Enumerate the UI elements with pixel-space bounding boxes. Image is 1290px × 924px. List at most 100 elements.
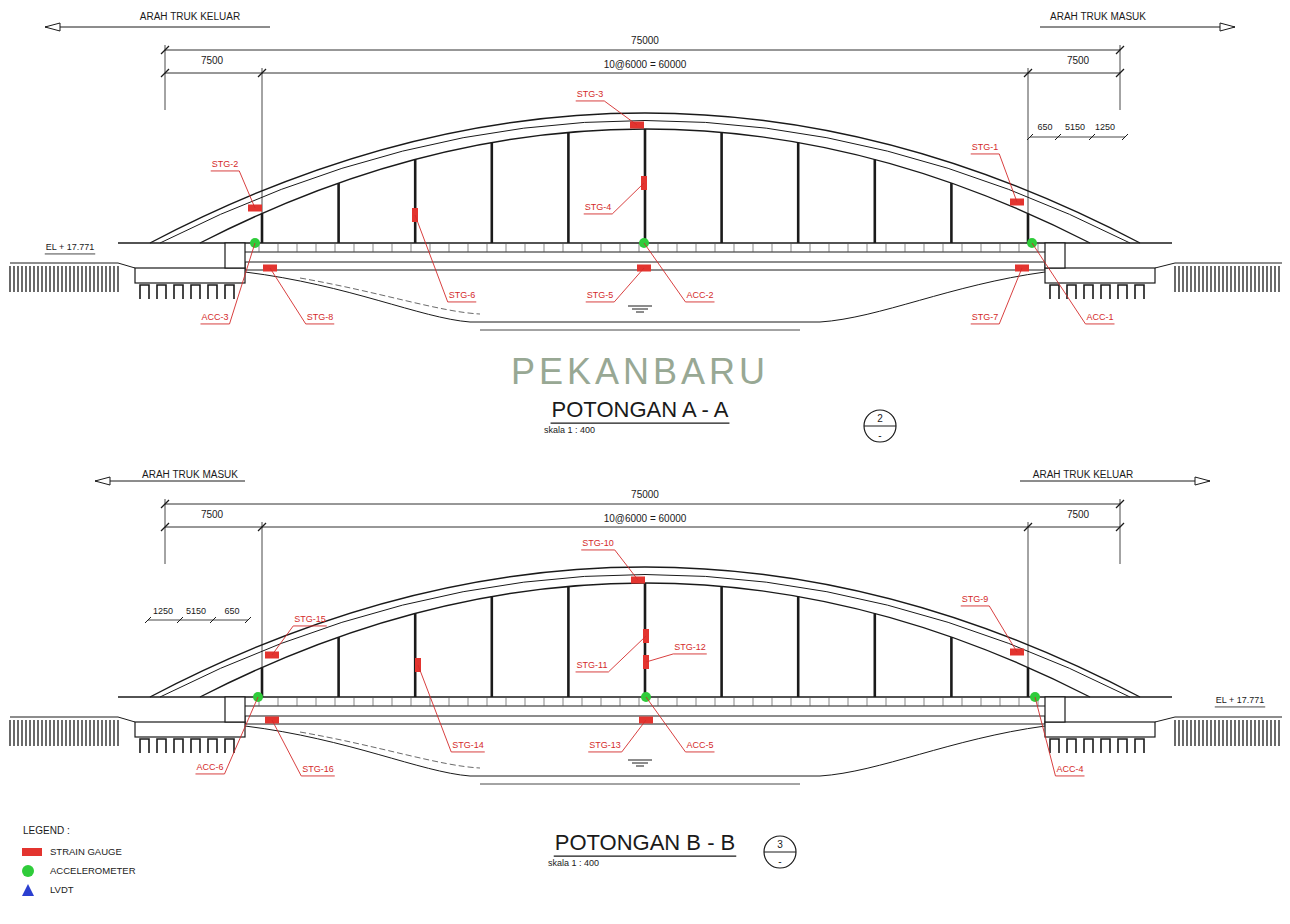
deck-segment [734, 697, 735, 706]
leader-line [418, 665, 485, 752]
embankment-hatch [1218, 720, 1219, 746]
embankment-hatch [1178, 720, 1179, 746]
embankment-hatch [1242, 266, 1243, 292]
pile [1067, 285, 1076, 299]
deck-segment [354, 697, 355, 706]
hanger [337, 183, 340, 243]
deck-segment [772, 243, 773, 252]
leader-line [581, 550, 638, 580]
embankment-hatch [1258, 720, 1259, 746]
embankment-hatch [97, 266, 98, 292]
embankment-hatch [1194, 720, 1195, 746]
embankment-hatch [85, 266, 86, 292]
deck-segment [829, 697, 830, 706]
river-bed [245, 272, 1045, 322]
pile [1118, 285, 1127, 299]
hanger [567, 132, 570, 243]
deck-segment [430, 243, 431, 252]
embankment-hatch [1218, 266, 1219, 292]
ground-line [1175, 263, 1282, 264]
deck-segment [753, 243, 754, 252]
dimension-tick [1089, 134, 1095, 140]
abutment-footing [1045, 722, 1155, 737]
deck-segment [886, 697, 887, 706]
pile [208, 285, 217, 299]
legend-text: ACCELEROMETER [50, 865, 136, 876]
deck-segment [449, 243, 450, 252]
deck-segment [563, 697, 564, 706]
deck-segment [810, 697, 811, 706]
dimension-text: 7500 [1066, 55, 1090, 66]
hanger [720, 132, 723, 243]
hanger [490, 143, 493, 243]
sensor-callout: STG-15 [293, 615, 327, 625]
water-symbol [632, 309, 648, 310]
direction-label: ARAH TRUK MASUK [141, 469, 239, 480]
deck-segment [772, 697, 773, 706]
arch-rib [200, 129, 1090, 243]
sensor-callout: STG-1 [971, 143, 1000, 153]
dimension-tick [245, 617, 251, 623]
embankment-hatch [69, 266, 70, 292]
detail-number: 2 [876, 413, 884, 424]
abutment-wall [1045, 697, 1065, 722]
deck-segment [544, 697, 545, 706]
ground-line [10, 263, 118, 264]
embankment-hatch [1206, 266, 1207, 292]
embankment-hatch [1182, 720, 1183, 746]
deck-line [232, 705, 1058, 706]
sensor-callout: STG-13 [588, 741, 622, 751]
abutment-footing [135, 268, 245, 283]
pile [1135, 285, 1144, 299]
embankment-hatch [1254, 720, 1255, 746]
dimension-tick [161, 500, 169, 508]
leader-line [195, 697, 258, 774]
arch-rib [200, 583, 1090, 697]
sensor-callout: STG-6 [448, 291, 477, 301]
ground-line [1155, 263, 1175, 268]
embankment-hatch [89, 720, 90, 746]
view-title: POTONGAN A - A [551, 398, 730, 422]
pile [140, 739, 149, 753]
leader-line [644, 243, 715, 302]
hanger [414, 613, 417, 697]
leader-line [646, 697, 715, 752]
embankment-hatch [1214, 266, 1215, 292]
dimension-tick [1024, 69, 1032, 77]
dimension-tick [161, 46, 169, 54]
dimension-line [165, 504, 1120, 505]
deck-segment [715, 243, 716, 252]
pile [157, 285, 166, 299]
dimension-text: 10@6000 = 60000 [603, 59, 688, 70]
deck-segment [487, 697, 488, 706]
sensor-callout: ACC-1 [1085, 313, 1114, 323]
pile [208, 739, 217, 753]
pile [1118, 739, 1127, 753]
embankment-hatch [1262, 720, 1263, 746]
embankment-hatch [1246, 720, 1247, 746]
pile [1084, 739, 1093, 753]
embankment-hatch [1262, 266, 1263, 292]
legend-swatch [22, 884, 34, 896]
deck-segment [658, 697, 659, 706]
arch-rib [150, 567, 1140, 697]
legend-swatch-frame [20, 883, 44, 897]
deck-segment [791, 697, 792, 706]
embankment-hatch [1230, 266, 1231, 292]
embankment-hatch [1190, 720, 1191, 746]
girder [245, 716, 1045, 724]
deck-segment [297, 243, 298, 252]
leader-line [576, 101, 637, 125]
sensor-callout: STG-16 [301, 765, 335, 775]
deck-segment [848, 243, 849, 252]
embankment-hatch [1266, 266, 1267, 292]
detail-divider [864, 426, 896, 427]
deck-segment [601, 243, 602, 252]
elevation-text: EL + 17.771 [1215, 696, 1265, 706]
embankment-hatch [61, 720, 62, 746]
leader-line [1035, 697, 1085, 776]
arrow-head [45, 23, 60, 31]
sensor-callout: ACC-6 [195, 763, 224, 773]
abutment-wall [225, 697, 245, 722]
hanger [873, 613, 876, 697]
